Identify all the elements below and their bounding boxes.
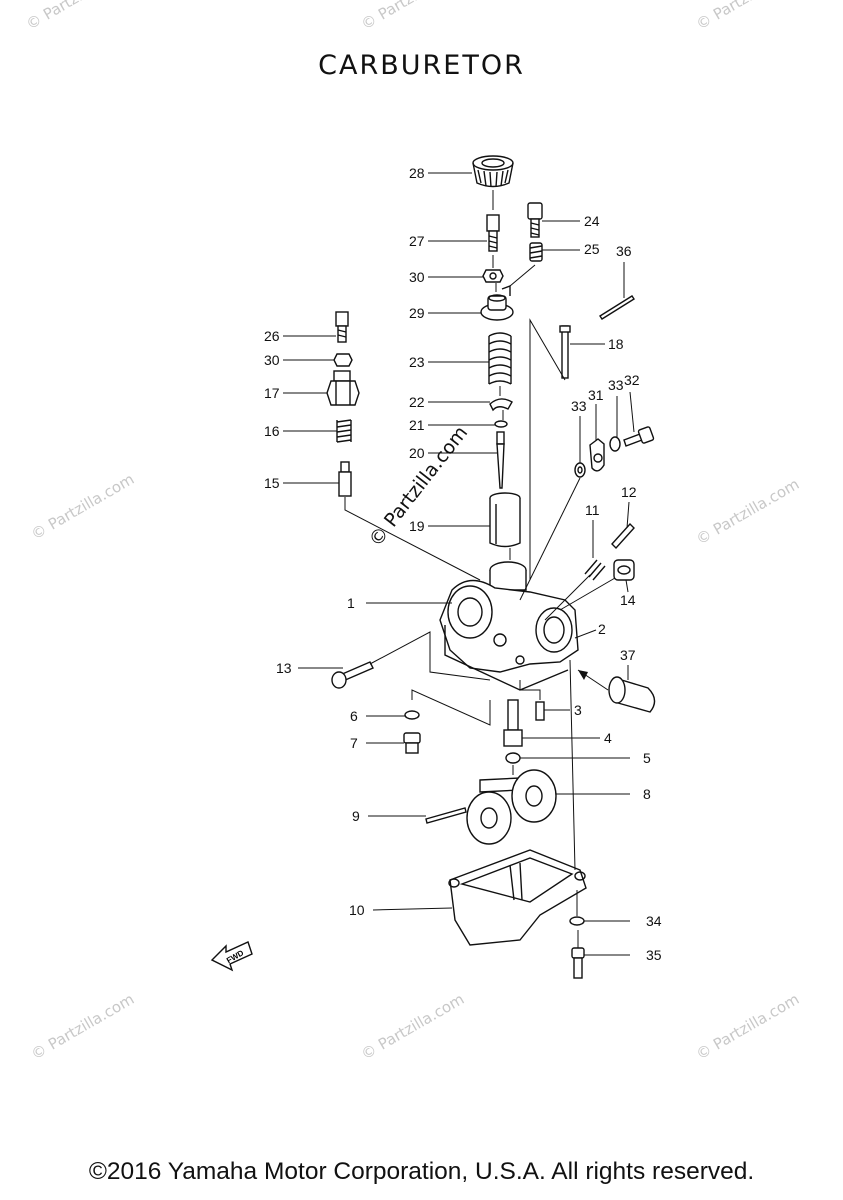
part-number-label: 18 [608,336,624,352]
part-number-label: 15 [264,475,280,491]
part-29-plate-drawing [480,284,514,321]
part-23-spring-drawing [488,332,512,385]
part-number-label: 20 [409,445,425,461]
part-14-cap-drawing [613,559,635,581]
part-34-washer-drawing [569,916,585,926]
part-5-jet-drawing [505,752,521,764]
part-7-plug-drawing [403,732,421,754]
part-number-label: 4 [604,730,612,746]
part-37-cover-drawing [608,676,656,713]
diagram-title: CARBURETOR [318,50,525,81]
part-9-pin-drawing [425,807,467,824]
part-number-label: 13 [276,660,292,676]
part-number-label: 8 [643,786,651,802]
part-number-label: 5 [643,750,651,766]
part-21-washer-drawing [494,420,508,428]
part-12-screw-drawing [611,522,635,550]
watermark: © Partzilla.com [693,0,802,33]
part-number-label: 26 [264,328,280,344]
part-number-label: 33 [571,398,587,414]
part-27-adjuster-drawing [486,214,500,252]
watermark: © Partzilla.com [693,475,802,548]
part-24-bolt-drawing [527,202,543,238]
leader-lines [283,172,635,956]
part-number-label: 34 [646,913,662,929]
part-number-label: 30 [264,352,280,368]
part-31-banjo-drawing [589,438,605,472]
watermark: © Partzilla.com [28,990,137,1063]
part-20-needle-drawing [496,431,505,489]
part-30-nut-drawing [482,269,504,283]
watermark: © Partzilla.com [23,0,132,33]
part-number-label: 9 [352,808,360,824]
part-number-label: 25 [584,241,600,257]
part-number-label: 3 [574,702,582,718]
part-number-label: 28 [409,165,425,181]
part-number-label: 35 [646,947,662,963]
part-number-label: 21 [409,417,425,433]
part-number-label: 6 [350,708,358,724]
part-number-label: 30 [409,269,425,285]
part-number-label: 12 [621,484,637,500]
part-30-left-nut-drawing [333,353,353,367]
part-8-float-drawing [466,769,557,845]
part-3-jet-drawing [535,701,545,721]
copyright-footer: ©2016 Yamaha Motor Corporation, U.S.A. A… [88,1158,755,1185]
part-number-label: 17 [264,385,280,401]
watermark: © Partzilla.com [693,990,802,1063]
part-13-screw-drawing [331,661,374,689]
watermark: © Partzilla.com [358,0,467,33]
part-number-label: 2 [598,621,606,637]
part-4-holder-drawing [503,699,523,747]
part-number-label: 19 [409,518,425,534]
part-number-label: 23 [409,354,425,370]
part-number-label: 11 [585,502,600,518]
part-6-washer-drawing [404,710,420,720]
part-33b-washer-drawing [609,436,621,452]
part-number-labels: 28 24 27 25 36 30 29 26 18 30 23 33 32 1… [264,165,662,963]
part-number-label: 29 [409,305,425,321]
part-number-label: 16 [264,423,280,439]
part-15-plunger-drawing [338,461,352,497]
part-number-label: 7 [350,735,358,751]
part-number-label: 36 [616,243,632,259]
part-number-label: 32 [624,372,640,388]
part-35-bolt-drawing [571,947,585,979]
part-10-float-bowl-drawing [448,849,587,946]
part-1-carburetor-body-drawing [439,561,579,691]
part-number-label: 33 [608,377,624,393]
part-33-washer-drawing [574,462,586,478]
part-18-rod-drawing [559,325,571,379]
part-19-throttle-valve-drawing [489,492,521,548]
part-number-label: 14 [620,592,636,608]
part-number-label: 31 [588,387,604,403]
part-number-label: 10 [349,902,365,918]
fwd-arrow-icon: FWD [210,941,253,972]
part-16-spring-drawing [336,419,352,443]
watermark: © Partzilla.com [28,470,137,543]
part-number-label: 27 [409,233,425,249]
part-number-label: 22 [409,394,425,410]
part-32-bolt-drawing [623,426,655,447]
part-36-pin-drawing [599,295,635,320]
part-28-cap-drawing [472,155,514,188]
part-number-label: 37 [620,647,636,663]
part-number-label: 1 [347,595,355,611]
part-26-screw-drawing [335,311,349,343]
part-17-housing-drawing [326,370,360,406]
part-11-spring-drawing [584,559,606,581]
part-22-clip-drawing [489,398,513,412]
part-number-label: 24 [584,213,600,229]
watermark: © Partzilla.com [358,990,467,1063]
part-25-spring-drawing [529,242,543,262]
